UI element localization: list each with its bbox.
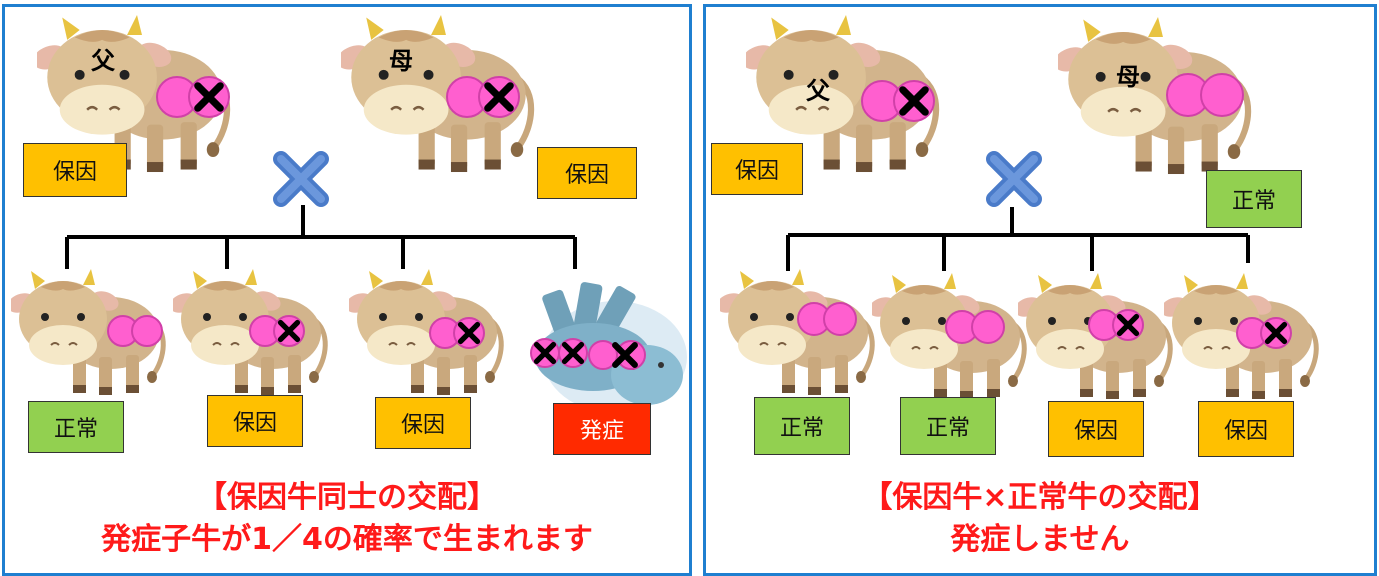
offspring-3-status-badge: 保因	[375, 397, 471, 449]
panel-carrier-x-normal: 父 母 保因 正常 正常 正常 保因 保因 【保因牛×正常牛の交配】 発症しませ…	[703, 4, 1377, 576]
panel-1-artwork	[5, 7, 687, 413]
father-gene-pair	[861, 80, 935, 122]
cross-mark-icon	[281, 159, 321, 199]
mother-gene-pair	[1166, 73, 1244, 117]
offspring-3-status-badge: 保因	[1048, 401, 1144, 457]
cross-mark-icon	[994, 159, 1034, 199]
caption-subtitle: 発症しません	[950, 522, 1130, 557]
father-gene-pair	[156, 76, 230, 118]
panel-2-artwork	[706, 7, 1374, 573]
mother-label: 母	[1116, 63, 1140, 91]
caption-subtitle: 発症子牛が1／4の確率で生まれます	[101, 522, 593, 557]
father-status-badge: 保因	[711, 143, 803, 195]
offspring-3-cow-icon	[1012, 273, 1170, 399]
father-label: 父	[91, 47, 115, 75]
offspring-2-status-badge: 保因	[207, 395, 303, 447]
mother-status-badge: 正常	[1206, 170, 1302, 228]
caption-title: 【保因牛×正常牛の交配】	[862, 480, 1218, 515]
offspring-4-status-badge: 発症	[553, 403, 651, 455]
caption-title: 【保因牛同士の交配】	[197, 480, 497, 515]
fallen-calf-icon	[530, 282, 687, 413]
mother-label: 母	[389, 47, 413, 75]
offspring-1-status-badge: 正常	[28, 401, 124, 453]
mother-status-badge: 保因	[537, 147, 637, 199]
pedigree-lines	[786, 207, 1250, 271]
father-label: 父	[806, 77, 830, 105]
offspring-2-status-badge: 正常	[900, 397, 996, 455]
offspring-1-status-badge: 正常	[754, 397, 850, 455]
mother-gene-pair	[446, 76, 520, 118]
pedigree-lines	[65, 205, 577, 269]
father-status-badge: 保因	[23, 143, 127, 197]
offspring-4-status-badge: 保因	[1198, 401, 1294, 457]
panel-carrier-x-carrier: 父 母 保因 保因 正常 保因 保因 発症 【保因牛同士の交配】 発症子牛が1／…	[2, 4, 692, 576]
